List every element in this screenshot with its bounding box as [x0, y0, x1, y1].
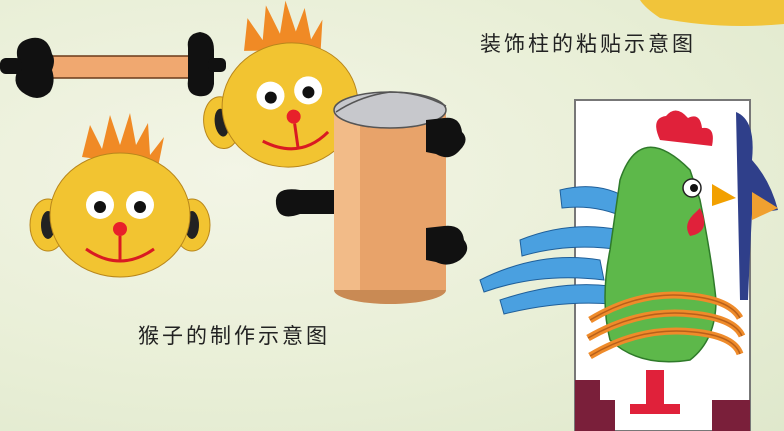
- corner-decoration: [640, 0, 784, 26]
- monkey-head-icon: [203, 0, 359, 168]
- arm-strip-icon: [0, 32, 226, 98]
- paper-cylinder-icon: [275, 91, 468, 304]
- monkey-head-icon: [29, 113, 211, 278]
- monkey-making-caption: 猴子的制作示意图: [138, 324, 330, 348]
- rooster-column-icon: [479, 99, 778, 431]
- column-sticking-caption: 装饰柱的粘贴示意图: [480, 32, 696, 56]
